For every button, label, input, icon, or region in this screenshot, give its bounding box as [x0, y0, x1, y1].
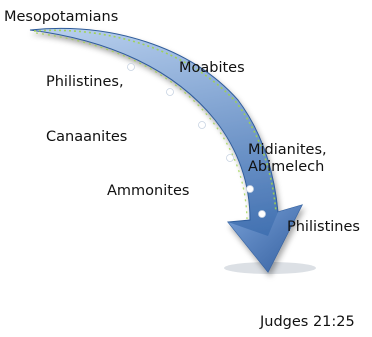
label-midianites: Midianites,: [248, 142, 327, 158]
label-abimelech: Abimelech: [248, 159, 325, 175]
arrow-head: [228, 205, 302, 272]
bead: [246, 185, 254, 193]
bead: [166, 88, 174, 96]
label-mesopotamians: Mesopotamians: [4, 9, 119, 25]
bead: [198, 121, 206, 129]
arrow-beads: [127, 63, 266, 218]
bead: [226, 154, 234, 162]
arrow-edge-glow-lower: [35, 32, 248, 220]
label-canaanites: Canaanites: [46, 129, 128, 145]
bead: [127, 63, 135, 71]
label-moabites: Moabites: [179, 60, 245, 76]
label-philistines-second: Philistines: [287, 219, 360, 235]
label-judges-reference: Judges 21:25: [260, 314, 355, 330]
label-ammonites: Ammonites: [107, 183, 190, 199]
bead: [258, 210, 266, 218]
arrow-edge-glow: [33, 29, 277, 213]
label-philistines-first: Philistines,: [46, 74, 124, 90]
